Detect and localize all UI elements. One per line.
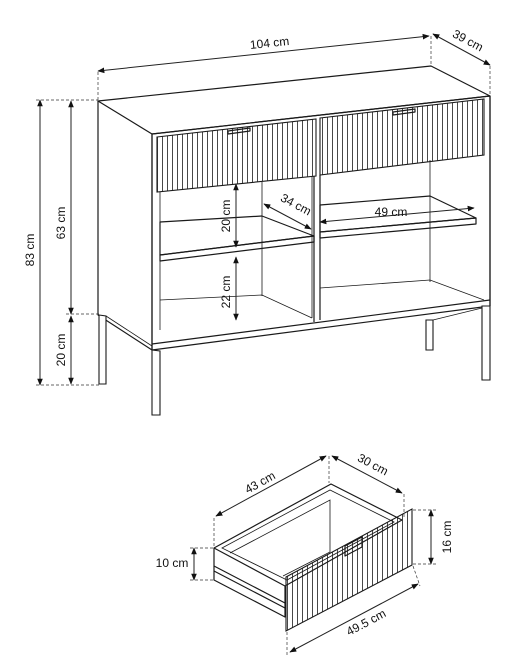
drawer-depth-label: 30 cm	[355, 451, 390, 479]
depth-label: 39 cm	[450, 27, 485, 55]
leg-front-left	[151, 349, 161, 416]
drawer-handle-right	[392, 108, 416, 116]
drawer-front-right	[319, 98, 485, 176]
body-height-label: 63 cm	[54, 207, 68, 240]
leg-front-right	[481, 305, 491, 381]
drawer-front-handle	[344, 536, 363, 557]
bottom-floor-left	[159, 294, 313, 319]
drawer-runner	[213, 565, 286, 609]
shelf-left-edge	[159, 235, 315, 262]
sideboard-dimension-lines	[36, 33, 491, 386]
drawer-front-panel	[285, 508, 413, 632]
leg-frame	[105, 307, 483, 347]
shelf-left	[159, 215, 315, 256]
leg-height-label: 20 cm	[54, 334, 68, 367]
shelf-width-label: 49 cm	[375, 205, 408, 219]
leg-back-left	[98, 314, 107, 385]
drawer-handle-left	[227, 127, 251, 135]
bottom-rail	[151, 299, 491, 345]
leg-back-right	[425, 319, 434, 351]
shelf-gap-upper-label: 20 cm	[219, 200, 233, 233]
shelf-gap-lower-label: 22 cm	[219, 276, 233, 309]
sideboard	[97, 65, 491, 416]
total-height-label: 83 cm	[23, 234, 37, 267]
drawer-front-height-label: 16 cm	[440, 521, 454, 554]
drawer-inner-floor	[229, 499, 331, 577]
shelf-right-edge	[319, 217, 477, 239]
sideboard-left-side	[97, 101, 153, 351]
drawer-left-side	[213, 548, 286, 618]
compartment-back-right	[261, 160, 431, 296]
drawer-dimension-lines	[190, 455, 436, 655]
center-divider	[313, 175, 321, 322]
drawer-side-height-label: 10 cm	[156, 556, 189, 570]
drawer-front-left	[156, 118, 317, 193]
bottom-floor-right	[319, 279, 485, 301]
width-label: 104 cm	[249, 34, 290, 52]
